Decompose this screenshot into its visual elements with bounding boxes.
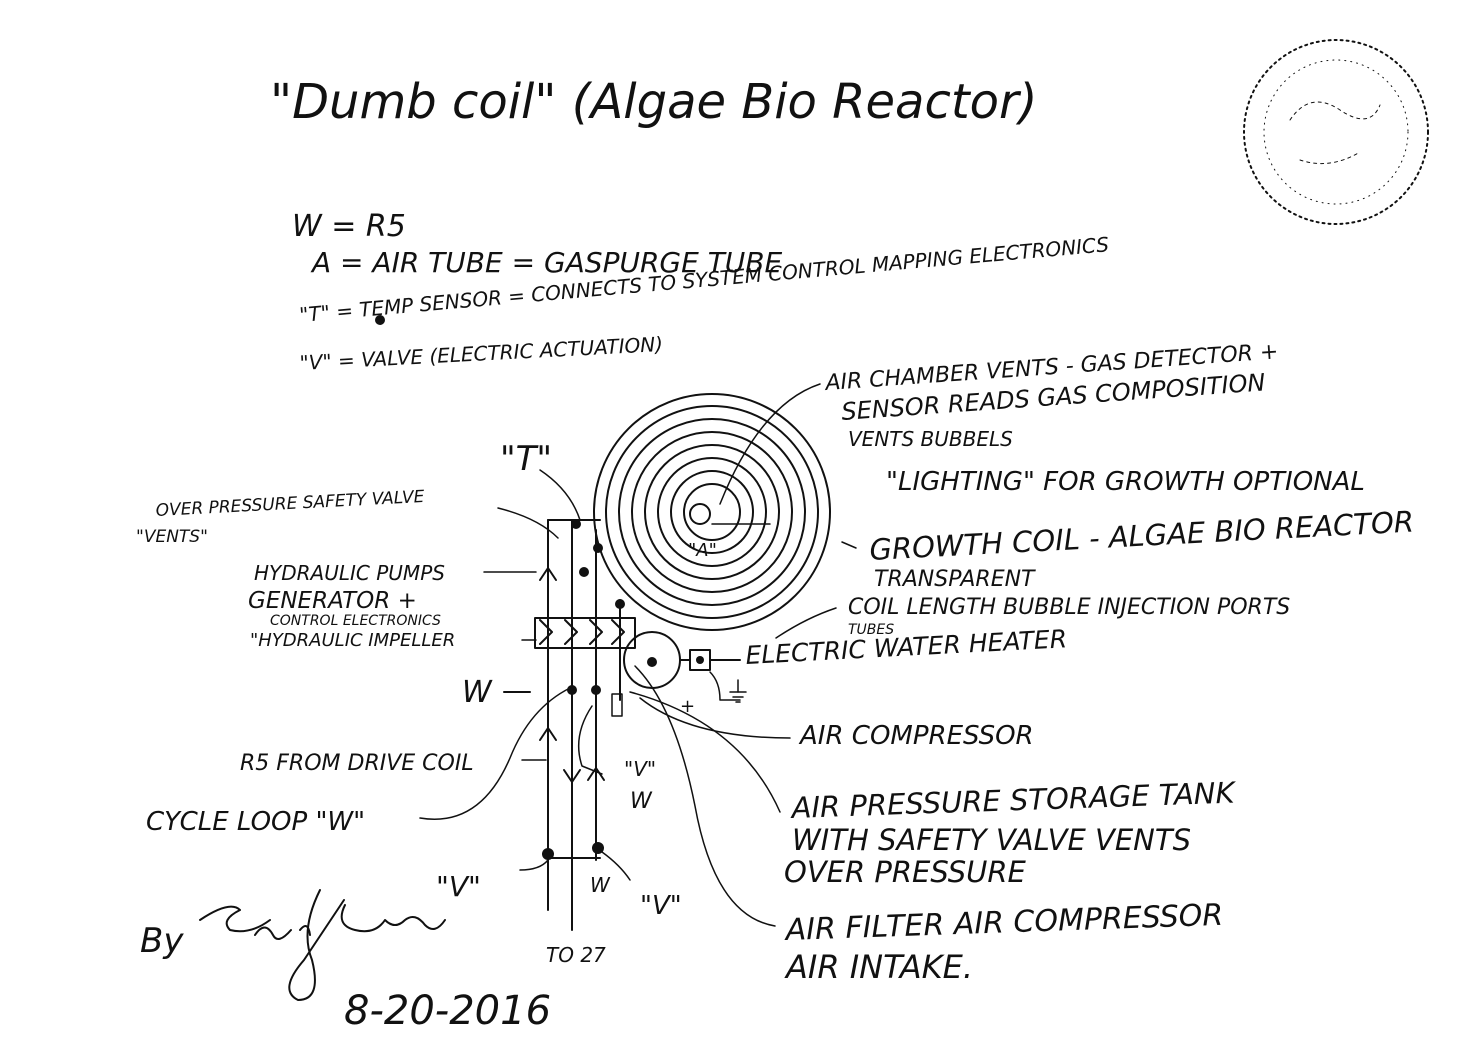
leader-lines	[419, 383, 857, 927]
a-marker: "A"	[688, 540, 717, 561]
label-impeller: "HYDRAULIC IMPELLER	[250, 630, 455, 651]
label-cycle-loop: CYCLE LOOP "W"	[146, 807, 365, 837]
label-air-chamber-3: VENTS BUBBELS	[848, 427, 1013, 451]
diagram-title: "Dumb coil" (Algae Bio Reactor)	[270, 74, 1038, 130]
label-growth-coil-1: GROWTH COIL - ALGAE BIO REACTOR	[869, 505, 1415, 567]
label-lighting: "LIGHTING" FOR GROWTH OPTIONAL	[886, 467, 1365, 497]
notary-seal	[1243, 39, 1429, 225]
heater-dot	[696, 656, 704, 664]
label-coil-length-1: COIL LENGTH BUBBLE INJECTION PORTS	[848, 595, 1290, 620]
label-generator-1: GENERATOR +	[248, 588, 417, 614]
label-w-left: W	[462, 675, 493, 710]
label-t-marker: "T"	[500, 439, 552, 479]
ground-symbol	[729, 679, 747, 703]
pump-center-dot	[647, 657, 657, 667]
label-r5-from: R5 FROM DRIVE COIL	[240, 751, 474, 776]
label-w-mid: W	[630, 789, 653, 814]
legend-v: "V" = VALVE (ELECTRIC ACTUATION)	[299, 332, 664, 375]
label-to-27: TO 27	[546, 943, 606, 967]
junction-dots	[542, 519, 625, 860]
label-air-compressor: AIR COMPRESSOR	[798, 721, 1034, 751]
label-w-low: W	[590, 873, 611, 897]
legend-w: W = R5	[292, 209, 406, 244]
date: 8-20-2016	[344, 988, 551, 1034]
label-growth-coil-2: TRANSPARENT	[874, 567, 1036, 592]
label-water-heater: ELECTRIC WATER HEATER	[745, 624, 1068, 670]
label-air-filter-1: AIR FILTER AIR COMPRESSOR	[783, 898, 1224, 948]
label-air-filter-2: AIR INTAKE.	[784, 948, 973, 986]
label-hydraulic-pumps: HYDRAULIC PUMPS	[254, 561, 445, 585]
label-v-right: "V"	[640, 891, 682, 921]
handwritten-signature	[199, 889, 446, 1001]
label-v-left: "V"	[436, 870, 481, 903]
label-coil-length-2: TUBES	[848, 622, 894, 638]
label-over-pressure-2: "VENTS"	[136, 527, 208, 547]
byline: By	[140, 921, 184, 961]
growth-coil-spiral	[593, 393, 831, 631]
label-over-pressure-1: OVER PRESSURE SAFETY VALVE	[155, 487, 425, 521]
pipe-system	[534, 519, 636, 931]
label-generator-2: CONTROL ELECTRONICS	[270, 613, 441, 629]
label-storage-tank-3: OVER PRESSURE	[784, 855, 1026, 889]
label-storage-tank-2: WITH SAFETY VALVE VENTS	[792, 823, 1191, 857]
label-v-upper: "V"	[624, 757, 656, 781]
label-storage-tank-1: AIR PRESSURE STORAGE TANK	[789, 775, 1237, 825]
legend-t-dot	[375, 315, 385, 325]
legend-a: A = AIR TUBE = GASPURGE TUBE	[310, 246, 782, 279]
